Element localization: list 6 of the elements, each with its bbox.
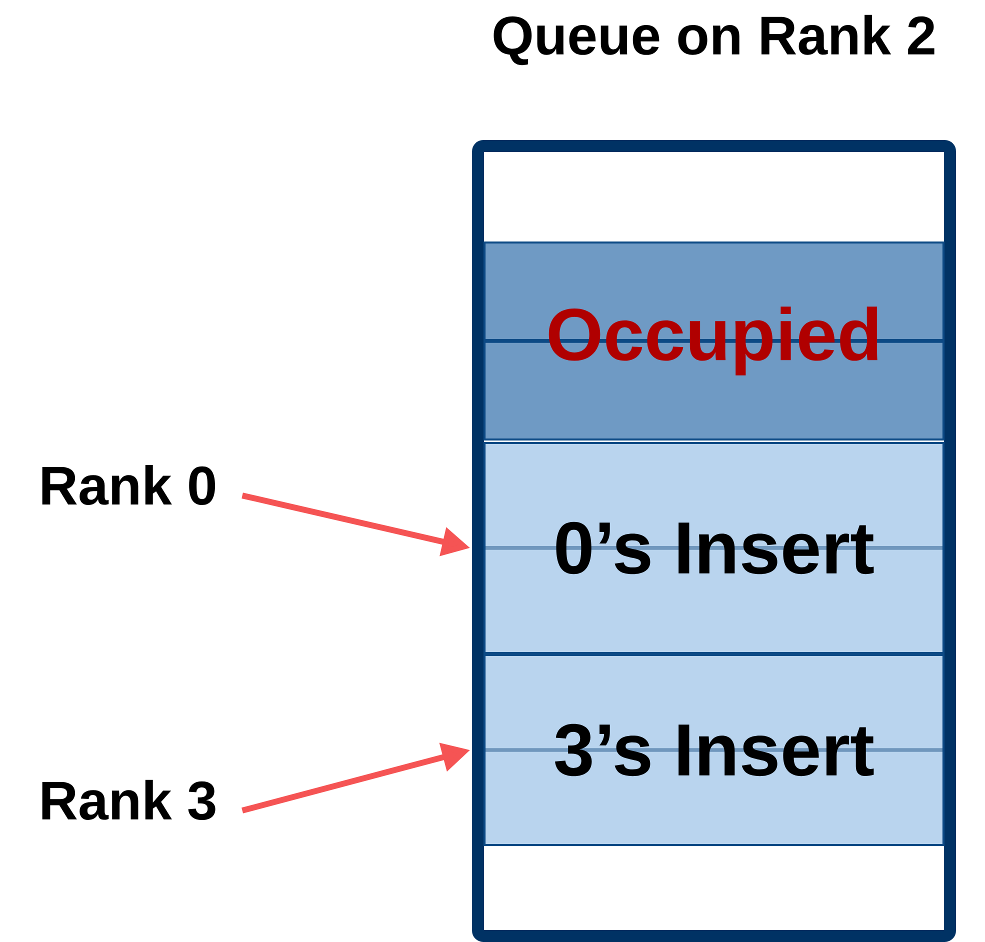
rank-label: Rank 3 bbox=[42, 780, 216, 820]
insert-slot: 0’s Insert bbox=[483, 442, 945, 654]
title: Queue on Rank 2 bbox=[494, 14, 934, 66]
occupied-slot: Occupied bbox=[483, 241, 945, 441]
rank-label: Rank 0 bbox=[42, 464, 216, 505]
insert-slot: 3’s Insert bbox=[483, 654, 945, 846]
